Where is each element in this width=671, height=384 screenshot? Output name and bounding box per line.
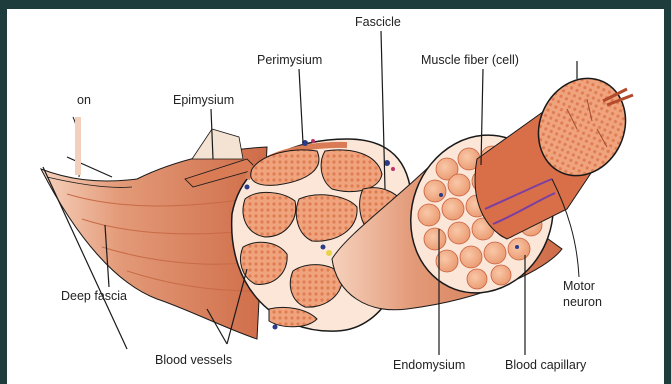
tendon [73,117,81,177]
label-neuron: neuron [563,295,602,309]
label-blood-vessels: Blood vessels [155,353,232,367]
label-motor: Motor [563,279,595,293]
label-endomysium: Endomysium [393,358,465,372]
label-fascicle: Fascicle [355,15,401,29]
label-muscle-fiber: Muscle fiber (cell) [421,53,519,67]
label-tendon: on [77,93,91,107]
label-epimysium: Epimysium [173,93,234,107]
diagram-canvas: on Epimysium Perimysium Fascicle Muscle … [7,9,664,384]
label-blood-capillary: Blood capillary [505,358,586,372]
label-perimysium: Perimysium [257,53,322,67]
label-deep-fascia: Deep fascia [61,289,127,303]
muscle-anatomy-illustration [7,9,664,384]
muscle-fiber [475,64,641,239]
